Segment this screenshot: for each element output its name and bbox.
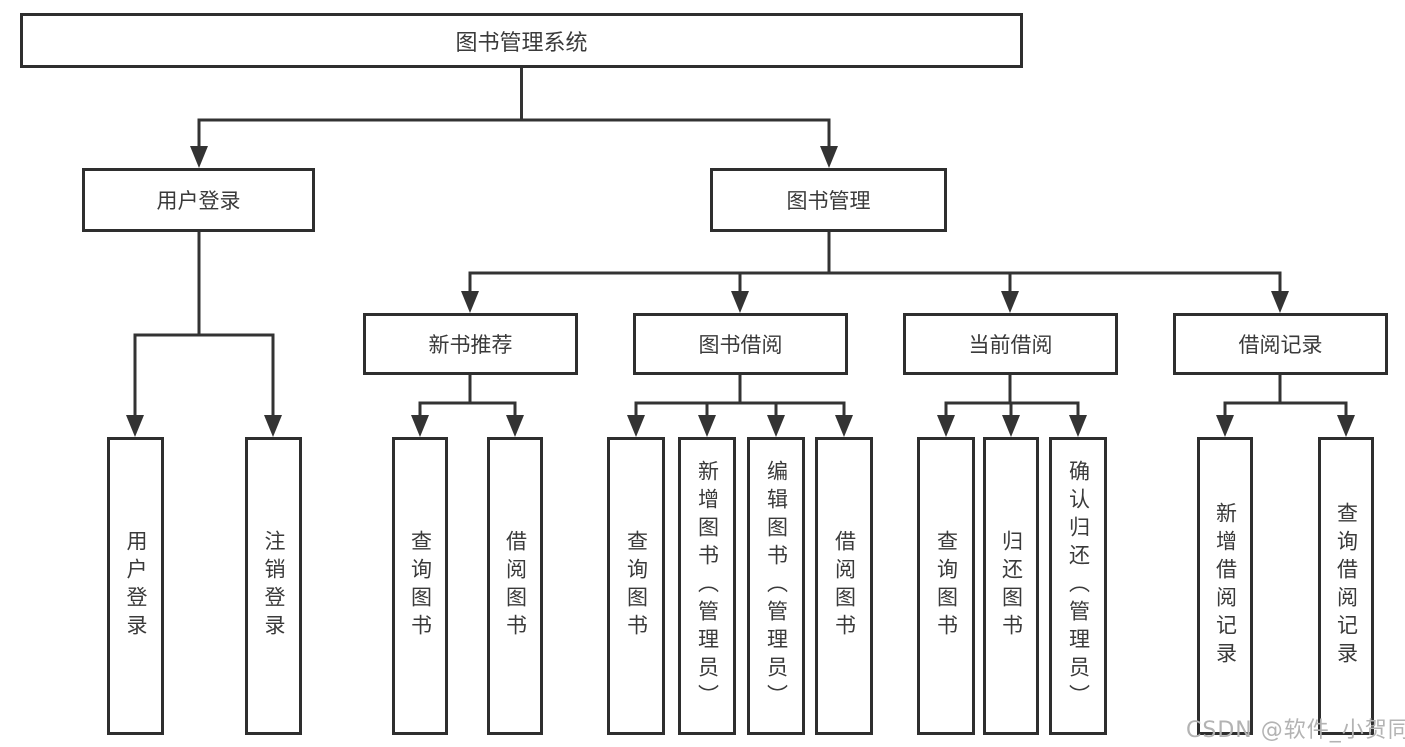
leaf-query-books-recommend: 查询图书 (392, 437, 448, 735)
leaf-confirm-return-admin: 确认归还（管理员） (1049, 437, 1107, 735)
node-current-borrowing: 当前借阅 (903, 313, 1118, 375)
leaf-add-book-admin: 新增图书（管理员） (678, 437, 736, 735)
leaf-borrow-books-borrowing: 借阅图书 (815, 437, 873, 735)
leaf-add-borrow-record: 新增借阅记录 (1197, 437, 1253, 735)
leaf-logout-login: 注销登录 (245, 437, 302, 735)
leaf-query-books-borrowing: 查询图书 (607, 437, 665, 735)
leaf-borrow-books-recommend: 借阅图书 (487, 437, 543, 735)
leaf-query-books-current: 查询图书 (917, 437, 975, 735)
leaf-query-borrow-record: 查询借阅记录 (1318, 437, 1374, 735)
node-borrowing-records: 借阅记录 (1173, 313, 1388, 375)
leaf-return-books: 归还图书 (983, 437, 1039, 735)
node-book-borrowing: 图书借阅 (633, 313, 848, 375)
node-new-book-recommend: 新书推荐 (363, 313, 578, 375)
node-book-management: 图书管理 (710, 168, 947, 232)
leaf-user-login: 用户登录 (107, 437, 164, 735)
node-user-login: 用户登录 (82, 168, 315, 232)
node-system-root: 图书管理系统 (20, 13, 1023, 68)
csdn-watermark: CSDN @软件_小贺同学 (1186, 718, 1405, 743)
leaf-edit-book-admin: 编辑图书（管理员） (747, 437, 805, 735)
